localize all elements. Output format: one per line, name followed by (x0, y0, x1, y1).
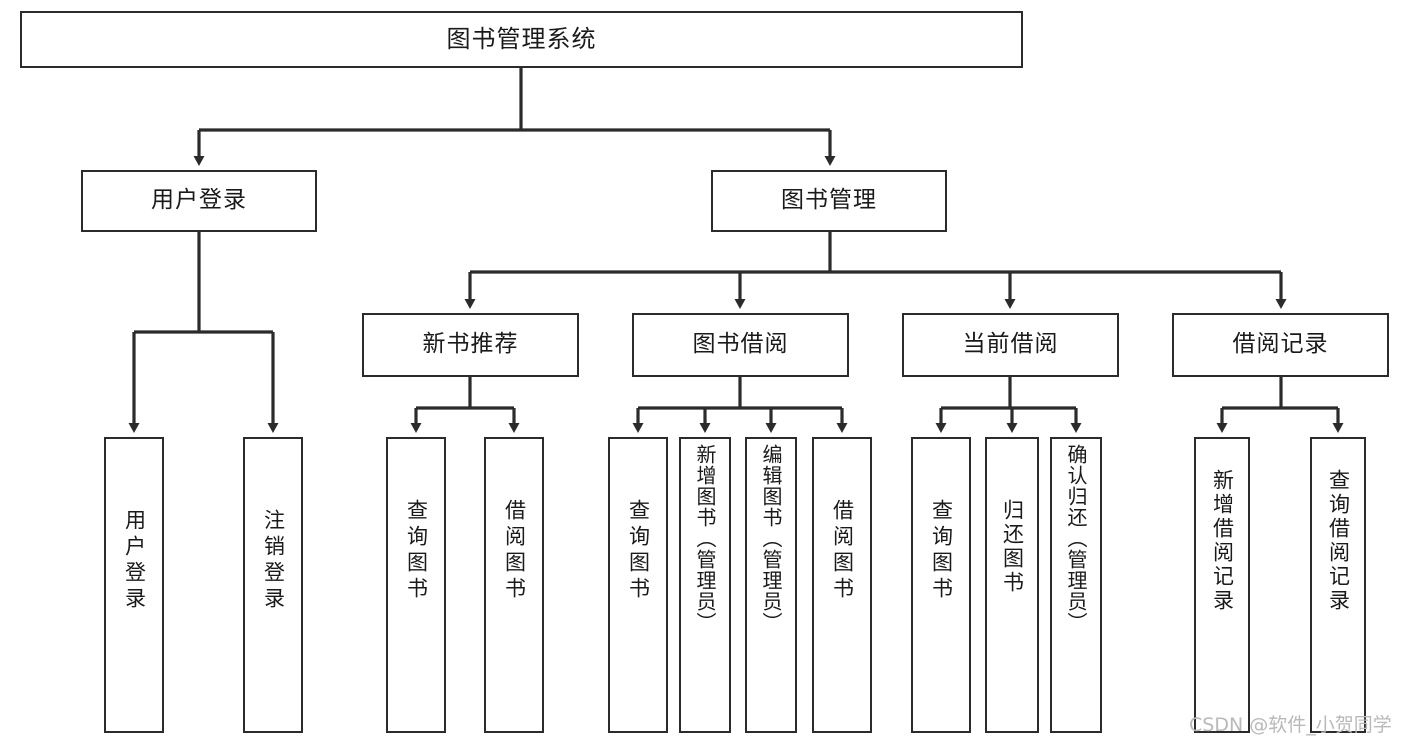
leaf-edit-book-admin[interactable]: 编辑图书（管理员） (745, 437, 797, 733)
leaf-return-book[interactable]: 归还图书 (985, 437, 1039, 733)
node-current-borrow-label: 当前借阅 (962, 331, 1059, 358)
node-root-label: 图书管理系统 (446, 25, 597, 54)
leaf-user-login-label: 用户登录 (122, 509, 147, 613)
leaf-search-book-current-label: 查询图书 (929, 499, 954, 603)
leaf-search-book-borrow-label: 查询图书 (626, 499, 651, 603)
leaf-borrow-book[interactable]: 借阅图书 (812, 437, 872, 733)
node-borrow-records[interactable]: 借阅记录 (1172, 313, 1389, 377)
leaf-add-book-admin-label: 新增图书（管理员） (693, 444, 717, 633)
leaf-edit-book-admin-label: 编辑图书（管理员） (759, 444, 783, 633)
node-new-book-recommend-label: 新书推荐 (422, 331, 519, 358)
leaf-add-borrow-record-label: 新增借阅记录 (1210, 469, 1235, 613)
leaf-return-book-label: 归还图书 (1000, 499, 1025, 595)
leaf-search-borrow-record[interactable]: 查询借阅记录 (1310, 437, 1366, 733)
node-book-borrow[interactable]: 图书借阅 (632, 313, 849, 377)
leaf-confirm-return-admin-label: 确认归还（管理员） (1064, 444, 1088, 633)
leaf-borrow-book-recommend[interactable]: 借阅图书 (484, 437, 544, 733)
leaf-search-book-borrow[interactable]: 查询图书 (608, 437, 668, 733)
node-user-login[interactable]: 用户登录 (81, 170, 317, 232)
leaf-logout[interactable]: 注销登录 (243, 437, 303, 733)
leaf-confirm-return-admin[interactable]: 确认归还（管理员） (1050, 437, 1102, 733)
leaf-add-borrow-record[interactable]: 新增借阅记录 (1194, 437, 1250, 733)
leaf-search-book-recommend-label: 查询图书 (404, 499, 429, 603)
leaf-add-book-admin[interactable]: 新增图书（管理员） (679, 437, 731, 733)
node-book-management[interactable]: 图书管理 (711, 170, 947, 232)
node-root[interactable]: 图书管理系统 (20, 11, 1023, 68)
node-new-book-recommend[interactable]: 新书推荐 (362, 313, 579, 377)
leaf-borrow-book-recommend-label: 借阅图书 (502, 499, 527, 603)
leaf-search-borrow-record-label: 查询借阅记录 (1326, 469, 1351, 613)
node-user-login-label: 用户登录 (151, 187, 247, 214)
node-borrow-records-label: 借阅记录 (1232, 331, 1329, 358)
leaf-logout-label: 注销登录 (261, 509, 286, 613)
csdn-watermark: CSDN @软件_小贺同学 (1189, 714, 1392, 736)
node-book-management-label: 图书管理 (781, 187, 877, 214)
leaf-search-book-recommend[interactable]: 查询图书 (386, 437, 446, 733)
leaf-search-book-current[interactable]: 查询图书 (911, 437, 971, 733)
leaf-user-login[interactable]: 用户登录 (104, 437, 164, 733)
node-current-borrow[interactable]: 当前借阅 (902, 313, 1119, 377)
leaf-borrow-book-label: 借阅图书 (830, 499, 855, 603)
node-book-borrow-label: 图书借阅 (692, 331, 789, 358)
